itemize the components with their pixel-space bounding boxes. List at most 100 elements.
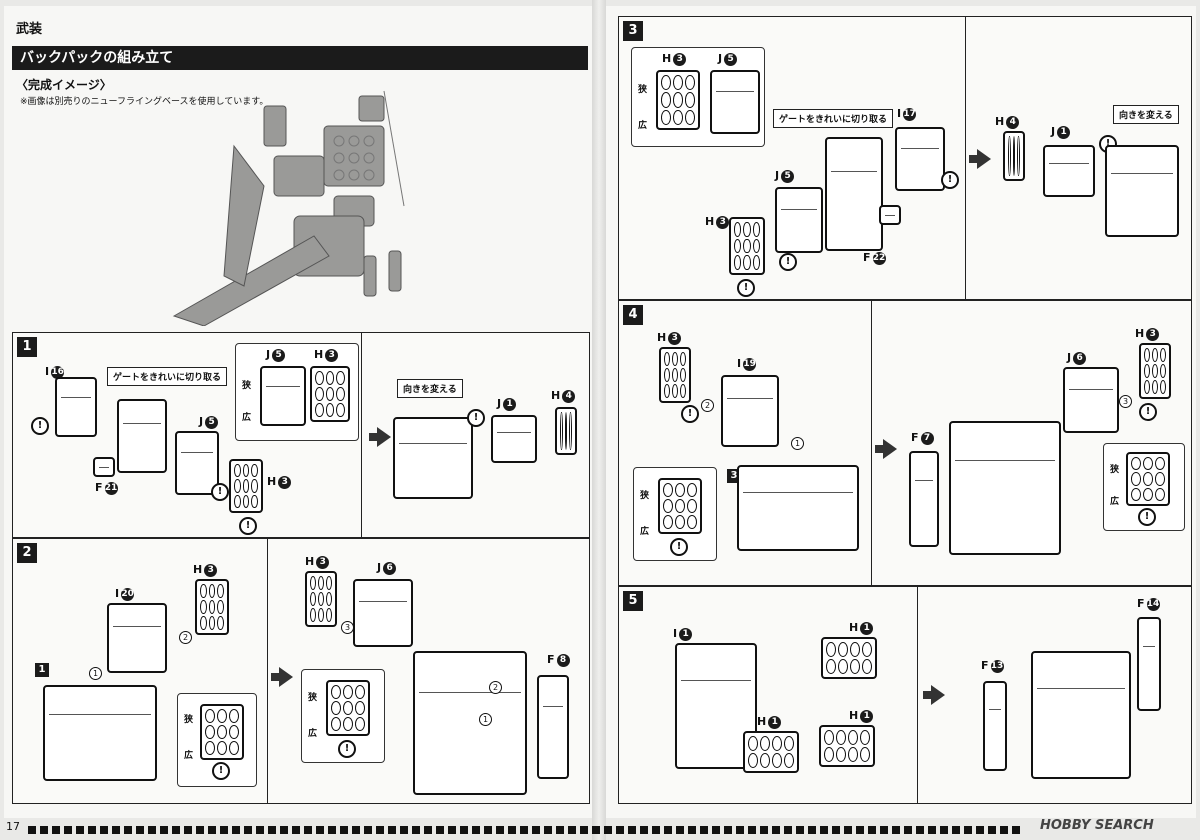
section-title: 武装 xyxy=(16,22,43,37)
wide-label: 広 xyxy=(184,751,194,761)
part-j6 xyxy=(353,579,413,647)
left-page: 武装 バックパックの組み立て 〈完成イメージ〉 ※画像は別売りのニューフライング… xyxy=(4,6,592,818)
orientation-detail-box-b: 狭 広 ! xyxy=(301,669,385,763)
wide-label: 広 xyxy=(242,413,252,423)
narrow-label: 狭 xyxy=(184,715,194,725)
step-3-number: 3 xyxy=(623,21,643,41)
wide-label: 広 xyxy=(640,527,650,537)
part-h3-detail xyxy=(1126,452,1170,506)
orientation-detail-box: 狭 広 ! xyxy=(177,693,257,787)
warning-icon: ! xyxy=(737,279,755,297)
warning-icon: ! xyxy=(467,409,485,427)
assembly-body xyxy=(949,421,1061,555)
part-h1b-plate xyxy=(743,731,799,773)
step-divider xyxy=(361,333,362,537)
warning-icon: ! xyxy=(1139,403,1157,421)
gate-note-callout: ゲートをきれいに切り取る xyxy=(773,109,894,128)
step-divider xyxy=(267,539,268,803)
part-h3-detail xyxy=(656,70,700,130)
next-arrow-icon xyxy=(369,427,391,447)
part-f21-small xyxy=(93,457,115,477)
step-divider xyxy=(965,17,966,299)
warning-icon: ! xyxy=(338,740,356,758)
part-h3-plate xyxy=(729,217,765,275)
part-h1c-plate xyxy=(819,725,875,767)
part-h3-plate xyxy=(195,579,229,635)
warning-icon: ! xyxy=(681,405,699,423)
narrow-label: 狭 xyxy=(640,491,650,501)
footer-stripe xyxy=(28,826,1024,834)
footer: 17 HOBBY SEARCH xyxy=(0,818,1200,840)
watermark-logo: HOBBY SEARCH xyxy=(1040,818,1154,833)
part-j5-detail xyxy=(710,70,760,134)
rotate-note-callout: 向きを変える xyxy=(1113,105,1179,124)
part-j5 xyxy=(175,431,219,495)
step-divider xyxy=(871,301,872,585)
narrow-label: 狭 xyxy=(638,85,648,95)
part-h1a-plate xyxy=(821,637,877,679)
part-f7 xyxy=(909,451,939,547)
narrow-label: 狭 xyxy=(1110,465,1120,475)
page-number: 17 xyxy=(6,820,20,833)
step-4-panel: 4 H3 ! 2 I19 1 狭 広 ! 3 F7 2 1 J6 3 H3 ! … xyxy=(618,300,1192,586)
sequence-3: 3 xyxy=(1119,395,1132,408)
narrow-label: 狭 xyxy=(308,693,318,703)
completed-backpack-photo xyxy=(172,90,405,326)
completed-image-note: ※画像は別売りのニューフライングベースを使用しています。 xyxy=(20,97,269,107)
orientation-detail-box-b: 狭 広 ! xyxy=(1103,443,1185,531)
step-5-number: 5 xyxy=(623,591,643,611)
part-h3b-plate xyxy=(1139,343,1171,399)
part-h3-plate xyxy=(659,347,691,403)
orientation-detail-box: 狭 広 ! xyxy=(633,467,717,561)
section-subtitle: バックパックの組み立て xyxy=(12,46,588,70)
part-h3-detail xyxy=(310,366,350,422)
step-3-assembly xyxy=(737,465,859,551)
next-arrow-icon xyxy=(969,149,991,169)
part-f14 xyxy=(1137,617,1161,711)
step-1-assembly xyxy=(43,685,157,781)
part-h4-plate xyxy=(1003,131,1025,181)
part-i16 xyxy=(55,377,97,437)
assembly-body xyxy=(413,651,527,795)
part-f22-small xyxy=(879,205,901,225)
step-4-number: 4 xyxy=(623,305,643,325)
part-h3b-plate xyxy=(305,571,337,627)
ref-step-1: 1 xyxy=(35,663,49,677)
part-f21-bracket xyxy=(117,399,167,473)
next-arrow-icon xyxy=(271,667,293,687)
book-spine xyxy=(592,0,606,840)
narrow-label: 狭 xyxy=(242,381,252,391)
warning-icon: ! xyxy=(212,762,230,780)
warning-icon: ! xyxy=(31,417,49,435)
wide-label: 広 xyxy=(1110,497,1120,507)
